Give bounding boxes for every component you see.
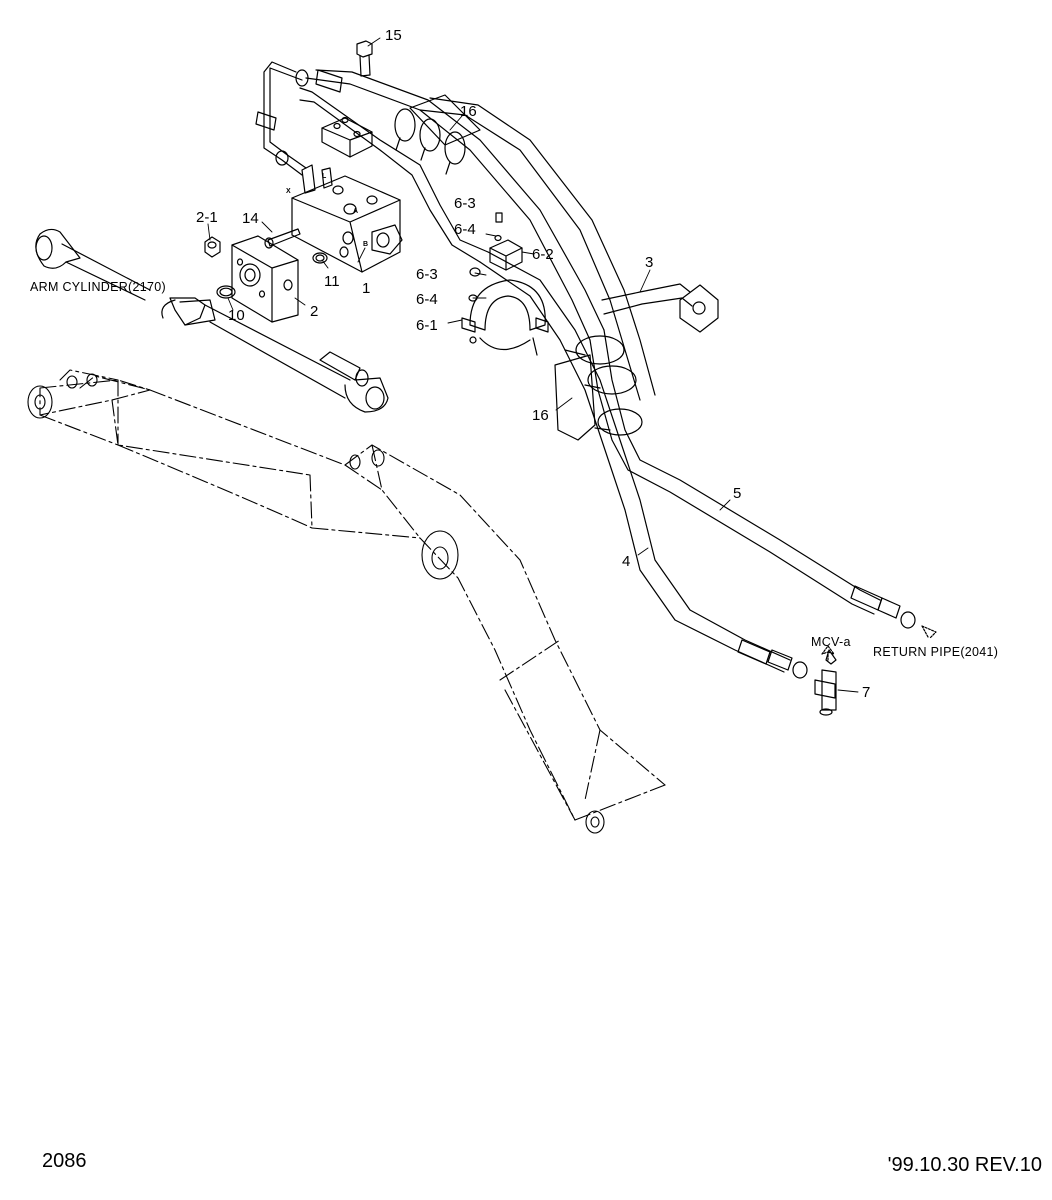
port-mark-x: X [286,188,291,195]
callout-leaders [207,37,859,693]
callout-6-4-lower: 6-4 [416,291,438,308]
arm-cylinder-reference: ARM CYLINDER(2170) [30,280,166,294]
callout-6-2: 6-2 [532,246,554,263]
boom-pins [27,373,605,834]
pipe-clamp-assembly [461,212,549,356]
mounting-plate [231,235,299,323]
pipe-mount-block [321,116,373,158]
callout-10: 10 [228,307,245,324]
valve-port-marks: X L A B [286,173,368,248]
callout-2-1: 2-1 [196,209,218,226]
hex-bolt [356,40,373,77]
callout-6-3-lower: 6-3 [416,266,438,283]
callout-5: 5 [733,485,741,502]
lower-hose-clamps [554,335,643,441]
callout-15: 15 [385,27,402,44]
callout-1: 1 [362,280,370,297]
callout-labels: 15 16 14 2-1 1 11 2 10 6-3 6-4 6-2 6-3 6… [30,27,998,701]
callout-2: 2 [310,303,318,320]
callout-11: 11 [324,273,340,290]
callout-16-upper: 16 [460,103,477,120]
valve-block [291,164,403,273]
o-rings [216,252,328,299]
mcv-port-reference: MCV-a [811,635,851,649]
port-mark-a: A [353,208,358,215]
callout-6-4-upper: 6-4 [454,221,476,238]
callout-7: 7 [862,684,870,701]
callout-16-lower: 16 [532,407,549,424]
callout-3: 3 [645,254,653,271]
upper-hose-clamps [394,94,481,175]
flow-arrows [821,625,937,661]
callout-14: 14 [242,210,259,227]
callout-6-1: 6-1 [416,317,438,334]
tee-fitting [814,649,837,716]
flange-bolt [204,236,221,258]
callout-4: 4 [622,553,630,570]
port-mark-l: L [322,173,327,180]
return-pipe-reference: RETURN PIPE(2041) [873,645,998,659]
hose-bundle [255,61,916,679]
boom-phantom-outline [39,369,666,821]
page-number: 2086 [42,1150,87,1172]
revision-date: '99.10.30 REV.10 [887,1154,1042,1176]
port-mark-b: B [363,241,368,248]
arm-cylinder [35,228,389,413]
callout-6-3-upper: 6-3 [454,195,476,212]
socket-bolt [264,228,301,249]
